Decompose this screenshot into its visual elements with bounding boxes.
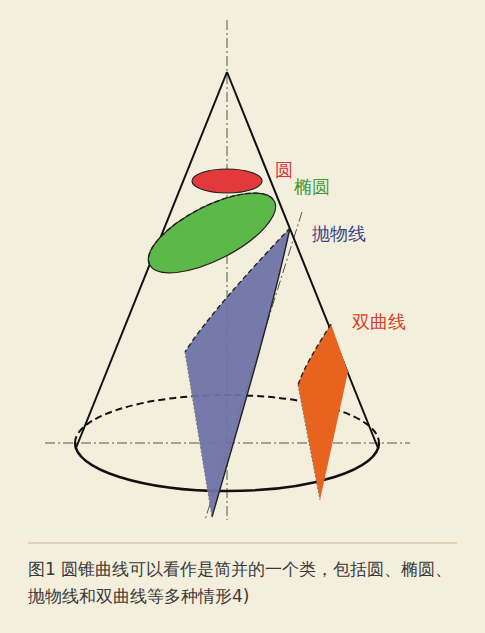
plane-edge bbox=[185, 352, 212, 517]
figure-caption: 图1 圆锥曲线可以看作是简并的一个类，包括圆、椭圆、抛物线和双曲线等多种情形4) bbox=[28, 556, 458, 610]
circle-section bbox=[192, 169, 262, 193]
hyperbola-edge bbox=[298, 324, 331, 385]
section-label: 双曲线 bbox=[352, 310, 406, 334]
hyperbola-section bbox=[298, 324, 348, 500]
plane-edge bbox=[298, 385, 320, 500]
parabola-section bbox=[185, 228, 290, 517]
section-label: 圆 bbox=[275, 158, 293, 182]
section-label: 椭圆 bbox=[294, 175, 330, 199]
parabola-edge bbox=[185, 228, 290, 352]
caption-rule bbox=[28, 543, 457, 544]
section-label: 抛物线 bbox=[312, 222, 366, 246]
parabola-edge bbox=[212, 228, 290, 517]
